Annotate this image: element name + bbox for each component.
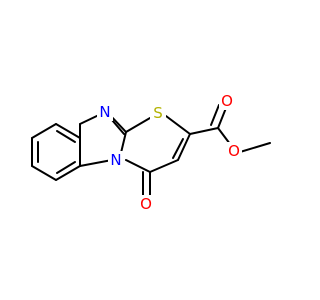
atom-ketone-oxygen: O [138,195,154,213]
ester-group [189,104,271,153]
bond-c8a-c4a [55,123,81,139]
bond-s-c-right [165,115,191,135]
svg-text:O: O [228,142,240,160]
bond-carbonyl-o-double [210,104,220,126]
svg-text:S: S [153,104,163,122]
bond-n-c8 [79,159,113,167]
thiazine-ring [125,115,191,173]
svg-text:O: O [140,195,152,213]
atom-imine-nitrogen: N [97,103,113,121]
svg-text:N: N [99,103,110,121]
bond-carbonyl-o [217,107,227,129]
bond-c4-n [125,159,151,173]
bond-c8a-c4a-inner [56,130,76,143]
benzene-ring [31,123,81,181]
bond-c-c4 [149,159,179,173]
atom-carbonyl-oxygen: O [219,92,235,110]
svg-text:O: O [221,92,233,110]
bond-c-c-ring-double [172,138,184,159]
bond-c-c-ring [177,133,191,161]
structure-canvas: N N S O O O [31,92,271,213]
ketone-group [142,171,151,197]
molecule-structure: N N S O O O [31,92,271,213]
bond-n-c2-double [111,119,125,135]
atom-ether-oxygen: O [226,142,242,160]
bond-c2-s-left [125,117,151,133]
bond-c7-c8-inner [56,161,76,174]
bond-carbonyl-ether-o [217,127,231,145]
bond-ether-methyl [239,142,271,153]
atom-labels: N N S O O O [97,92,242,213]
bond-ring-carbonyl [189,127,219,135]
atom-bridgehead-nitrogen: N [108,151,124,169]
bond-c7-c8 [55,165,81,181]
svg-text:N: N [110,151,121,169]
atom-sulfur: S [150,104,166,122]
bond-c6-c7 [31,165,57,181]
bond-c4a-c5 [31,123,57,139]
